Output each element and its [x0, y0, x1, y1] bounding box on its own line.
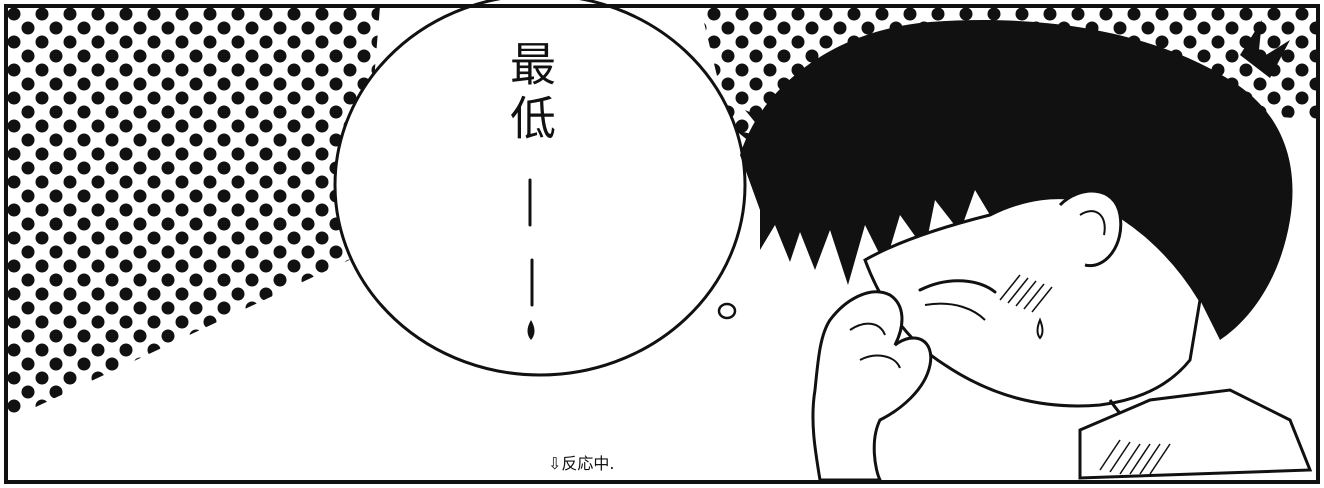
- hand: [811, 290, 933, 482]
- face: [863, 196, 1202, 408]
- ear: [1058, 189, 1123, 268]
- boy-figure: [735, 20, 1313, 482]
- thought-bubble-small-circle: [717, 302, 737, 320]
- caption-text: ⇩反応中.: [548, 454, 615, 473]
- closed-eye: [918, 279, 997, 294]
- thought-bubble: [333, 0, 747, 377]
- collar: [1078, 388, 1313, 480]
- panel-border: [4, 4, 1320, 484]
- blush-hatching: [999, 274, 1053, 313]
- hair: [740, 20, 1293, 341]
- speech-text: 最低: [503, 40, 557, 148]
